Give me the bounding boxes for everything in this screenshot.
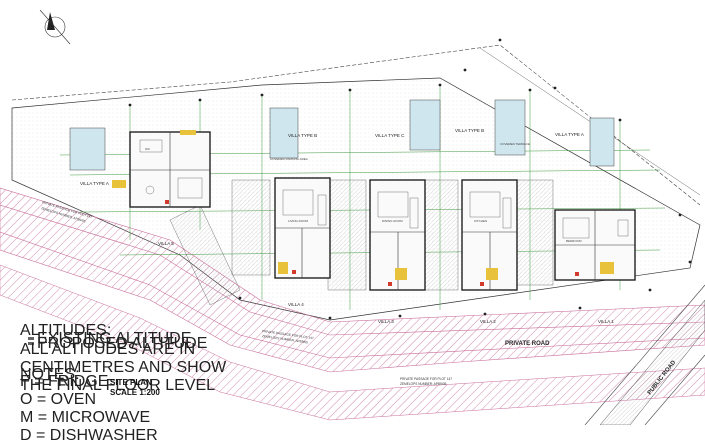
villa-4-floorplan <box>274 177 331 279</box>
note-item: F = FRIDGE <box>20 373 109 390</box>
villa-4-label: VILLA 4 <box>288 302 304 307</box>
villa-3-type-label: VILLA TYPE C <box>375 133 405 138</box>
villa-2-type-label: VILLA TYPE B <box>455 128 484 133</box>
note-item: D = DISHWASHER <box>20 427 158 444</box>
villa-1-label: VILLA 1 <box>598 319 614 324</box>
existing-altitude-symbol-icon <box>28 337 34 341</box>
private-passage-band <box>0 187 705 373</box>
room-covered-label: COVERED PARKING AREA <box>270 157 308 161</box>
room-bedroom-label: BEDROOM <box>566 239 582 243</box>
passage-label-low-1: PRIVATE PASSAGE FOR PLOT 147 <box>400 377 452 381</box>
plan-title-block: SITE PLAN SCALE 1:200 <box>110 378 160 398</box>
villa-1-floorplan <box>554 209 636 281</box>
site-plan-drawing: VILLA TYPE A VILLA TYPE B VILLA TYPE C V… <box>0 9 705 444</box>
room-wc-label: WC <box>145 147 151 151</box>
room-kitchen-label: KITCHEN <box>474 219 487 223</box>
room-living-label: LIVING ROOM <box>288 219 309 223</box>
villa-3-label: VILLA 3 <box>378 319 394 324</box>
plan-scale: SCALE 1:200 <box>110 388 160 397</box>
passage-label-mid-2: ZEMELOPS NUMBER: APB9/05 <box>262 334 309 344</box>
villa-4-type-label: VILLA TYPE B <box>288 133 317 138</box>
villa-5-floorplan <box>112 130 211 208</box>
altitude-note-line: THE FINAL FLOOR LEVEL <box>20 377 216 394</box>
altitude-note-line: ALL ALTITUDES ARE IN <box>20 341 196 358</box>
proposed-altitude-symbol-icon <box>28 342 34 346</box>
altitude-existing-row: EXISTING ALTITUDE <box>28 330 191 348</box>
villa-2-label: VILLA 2 <box>480 319 496 324</box>
villa-2-floorplan <box>461 179 518 291</box>
altitude-proposed-row: PROPOSED ALTITUDE <box>28 335 207 353</box>
altitude-proposed-label: PROPOSED ALTITUDE <box>37 335 208 352</box>
altitudes-title: ALTITUDES: <box>20 322 112 339</box>
plan-title: SITE PLAN <box>110 378 152 387</box>
altitude-note: ALL ALTITUDES ARE IN CENTIMETRES AND SHO… <box>20 341 226 395</box>
note-item: O = OVEN <box>20 391 97 408</box>
north-arrow-icon <box>39 9 71 45</box>
note-item: M = MICROWAVE <box>20 409 151 426</box>
survey-markers <box>128 38 692 320</box>
room-terrace-label: COVERED TERRACE <box>500 142 530 146</box>
villa-1-type-label: VILLA TYPE A <box>555 132 584 137</box>
villa-3-floorplan <box>369 179 426 291</box>
villa-5-type-label: VILLA TYPE A <box>80 181 109 186</box>
altitude-existing-label: EXISTING ALTITUDE <box>37 330 192 347</box>
villa-5-label: VILLA 5 <box>158 241 174 246</box>
notes-title: NOTES: <box>20 366 80 383</box>
site-plan-svg: VILLA TYPE A VILLA TYPE B VILLA TYPE C V… <box>0 9 705 426</box>
passage-label-low-2: ZEMELOPS NUMBER: APB9/05 <box>400 382 446 386</box>
altitude-note-line: CENTIMETRES AND SHOW <box>20 359 227 376</box>
passage-label-mid-1: PRIVATE PASSAGE FOR PLOT 147 <box>262 329 314 340</box>
private-road-label: PRIVATE ROAD <box>505 341 550 347</box>
room-dining-label: DINING ROOM <box>382 219 403 223</box>
